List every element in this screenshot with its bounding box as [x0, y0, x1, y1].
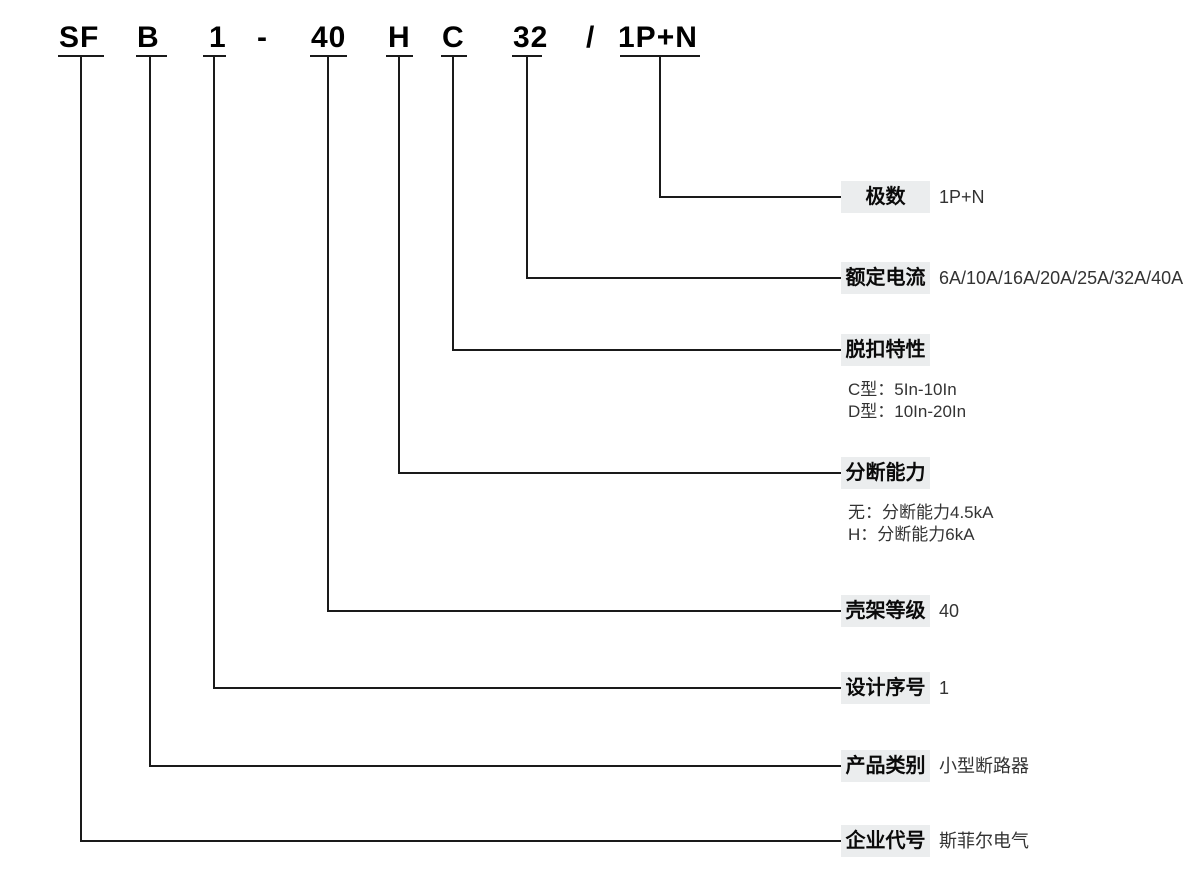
code-token-b: B	[137, 21, 160, 54]
code-token-1pn: 1P+N	[618, 21, 698, 54]
breaking-detail-none: 无：分断能力4.5kA	[848, 503, 994, 522]
code-token-1: 1	[209, 21, 227, 54]
connector-vertical-h	[398, 56, 400, 473]
connector-horizontal-frame-level	[327, 610, 841, 612]
legend-details-breaking: 无：分断能力4.5kA H：分断能力6kA	[848, 502, 993, 546]
code-token-sf: SF	[59, 21, 100, 54]
legend-value-product-category: 小型断路器	[939, 756, 1029, 776]
code-token-dash: -	[257, 21, 268, 54]
connector-vertical-b	[149, 56, 151, 766]
code-token-slash: /	[586, 21, 596, 54]
legend-box-poles: 极数	[841, 181, 930, 213]
connector-vertical-40	[327, 56, 329, 611]
legend-box-breaking: 分断能力	[841, 457, 930, 489]
connector-vertical-1	[213, 56, 215, 688]
legend-value-rated-current: 6A/10A/16A/20A/25A/32A/40A	[939, 268, 1184, 288]
legend-value-poles: 1P+N	[939, 187, 985, 207]
code-token-h: H	[388, 21, 411, 54]
connector-vertical-1pn	[659, 56, 661, 197]
trip-curve-detail-d: D型：10In-20In	[848, 402, 967, 421]
code-token-c: C	[442, 21, 465, 54]
connector-horizontal-rated-current	[526, 277, 841, 279]
code-token-32: 32	[513, 21, 549, 54]
connector-vertical-sf	[80, 56, 82, 841]
legend-details-trip-curve: C型：5In-10In D型：10In-20In	[848, 379, 966, 423]
connector-horizontal-trip-curve	[452, 349, 841, 351]
connector-vertical-c	[452, 56, 454, 350]
connector-horizontal-company-code	[80, 840, 841, 842]
trip-curve-detail-c: C型：5In-10In	[848, 380, 957, 399]
connector-vertical-32	[526, 56, 528, 278]
legend-value-company-code: 斯菲尔电气	[939, 831, 1029, 851]
legend-box-company-code: 企业代号	[841, 825, 930, 857]
legend-value-frame-level: 40	[939, 601, 960, 621]
legend-box-product-category: 产品类别	[841, 750, 930, 782]
legend-box-rated-current: 额定电流	[841, 262, 930, 294]
legend-box-frame-level: 壳架等级	[841, 595, 930, 627]
legend-box-trip-curve: 脱扣特性	[841, 334, 930, 366]
connector-horizontal-breaking	[398, 472, 841, 474]
connector-horizontal-design-serial	[213, 687, 841, 689]
code-token-40: 40	[311, 21, 347, 54]
token-underline-c	[441, 55, 467, 57]
token-underline-b	[136, 55, 167, 57]
breaking-detail-h: H：分断能力6kA	[848, 525, 975, 544]
legend-value-design-serial: 1	[939, 678, 950, 698]
connector-horizontal-product-category	[149, 765, 841, 767]
connector-horizontal-poles	[659, 196, 841, 198]
legend-box-design-serial: 设计序号	[841, 672, 930, 704]
